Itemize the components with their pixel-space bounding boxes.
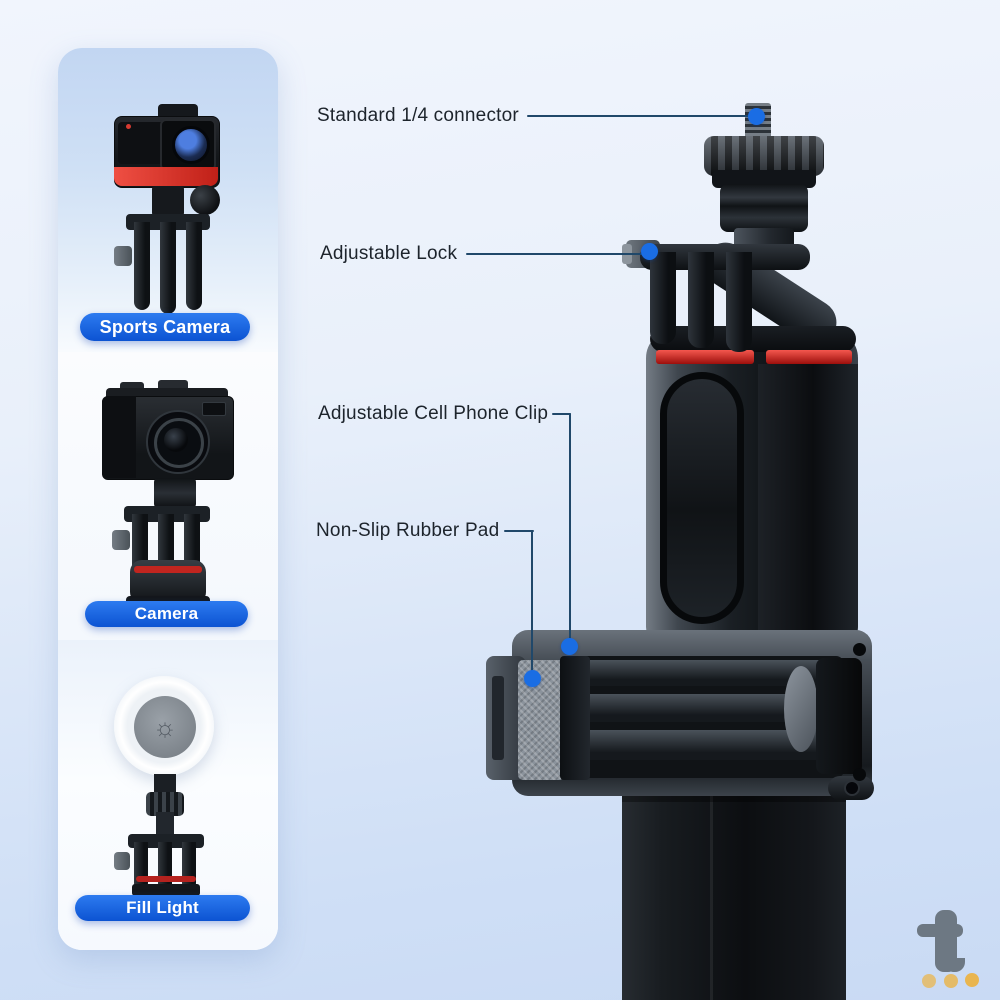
- red-accent-ring-right: [766, 350, 852, 364]
- stick-pole: [622, 792, 846, 1000]
- plate-screw: [853, 768, 866, 781]
- sports-camera-red-band: [114, 167, 218, 186]
- callout-adjustable-cell-phone-clip: Adjustable Cell Phone Clip: [318, 403, 549, 424]
- knurled-disc-shading: [704, 136, 824, 176]
- housing-top-cap: [650, 326, 856, 352]
- sports-camera-thumbscrew: [190, 185, 220, 215]
- callout-non-slip-rubber-pad: Non-Slip Rubber Pad: [316, 520, 500, 541]
- mount-fin: [134, 842, 148, 890]
- mount-fin: [134, 222, 150, 310]
- fill-light-stem: [154, 774, 176, 796]
- sports-camera-bracket: [152, 186, 184, 216]
- camera-badge: Camera: [85, 601, 248, 627]
- callout-line: [552, 413, 571, 415]
- callout-standard-quarter-connector: Standard 1/4 connector: [317, 105, 519, 126]
- mount-fin: [160, 222, 176, 314]
- clip-left-jaw-notch: [492, 676, 504, 760]
- disc-base: [712, 170, 816, 188]
- fill-light-base: [132, 884, 200, 896]
- badge-label: Camera: [134, 604, 199, 623]
- mount-pin: [114, 246, 132, 266]
- watermark-dot: [965, 973, 979, 987]
- grip-cylinder: [758, 364, 858, 648]
- camera-grip: [102, 396, 136, 478]
- pole-seam-highlight: [710, 792, 713, 1000]
- callout-line: [527, 115, 759, 117]
- connector-ring-stack: [720, 184, 808, 232]
- camera-viewfinder: [202, 402, 226, 416]
- clip-right-jaw: [816, 658, 862, 774]
- sports-camera-lens: [172, 126, 210, 164]
- mount-pin: [112, 530, 130, 550]
- callout-dot: [748, 108, 765, 125]
- callout-dot: [524, 670, 541, 687]
- badge-label: Sports Camera: [99, 316, 231, 337]
- mount-fin: [182, 842, 196, 890]
- callout-line: [504, 530, 534, 532]
- callout-dot: [641, 243, 658, 260]
- callout-line: [569, 413, 571, 649]
- watermark-dot: [922, 974, 936, 988]
- fill-light-badge: Fill Light: [75, 895, 250, 921]
- badge-label: Fill Light: [126, 898, 199, 917]
- callout-adjustable-lock: Adjustable Lock: [320, 243, 458, 264]
- callout-line: [531, 530, 533, 681]
- fork-fin: [726, 252, 752, 352]
- fill-light-face: ☼: [134, 696, 196, 758]
- fork-fin: [688, 252, 714, 348]
- clip-hinge-hole: [844, 780, 860, 796]
- fill-light-red-accent: [136, 876, 196, 882]
- mount-pin: [114, 852, 130, 870]
- camera-red-accent-ring: [134, 566, 202, 573]
- plate-screw: [853, 643, 866, 656]
- callout-dot: [561, 638, 578, 655]
- housing-capsule-cutout: [660, 372, 744, 624]
- camera-mount-rings: [154, 478, 196, 508]
- clip-right-pad: [784, 666, 818, 752]
- watermark-letter-t-tail: [949, 958, 965, 972]
- red-accent-ring-left: [656, 350, 754, 364]
- rubber-pad-frame: [560, 656, 590, 780]
- sports-camera-badge: Sports Camera: [80, 313, 250, 341]
- camera-top-dial: [120, 382, 144, 392]
- camera-lens-glass: [164, 428, 188, 452]
- watermark-dot: [944, 974, 958, 988]
- sports-camera-record-dot: [126, 124, 131, 129]
- knurled-disc: [704, 136, 824, 176]
- watermark-letter-t-crossbar: [917, 924, 963, 937]
- sports-camera-screen: [118, 122, 164, 164]
- fork-fin: [650, 252, 676, 344]
- mount-fin: [186, 222, 202, 310]
- fill-light-column: [156, 812, 174, 838]
- light-icon: ☼: [153, 711, 177, 742]
- pole-top-shadow: [622, 792, 846, 802]
- callout-line: [466, 253, 652, 255]
